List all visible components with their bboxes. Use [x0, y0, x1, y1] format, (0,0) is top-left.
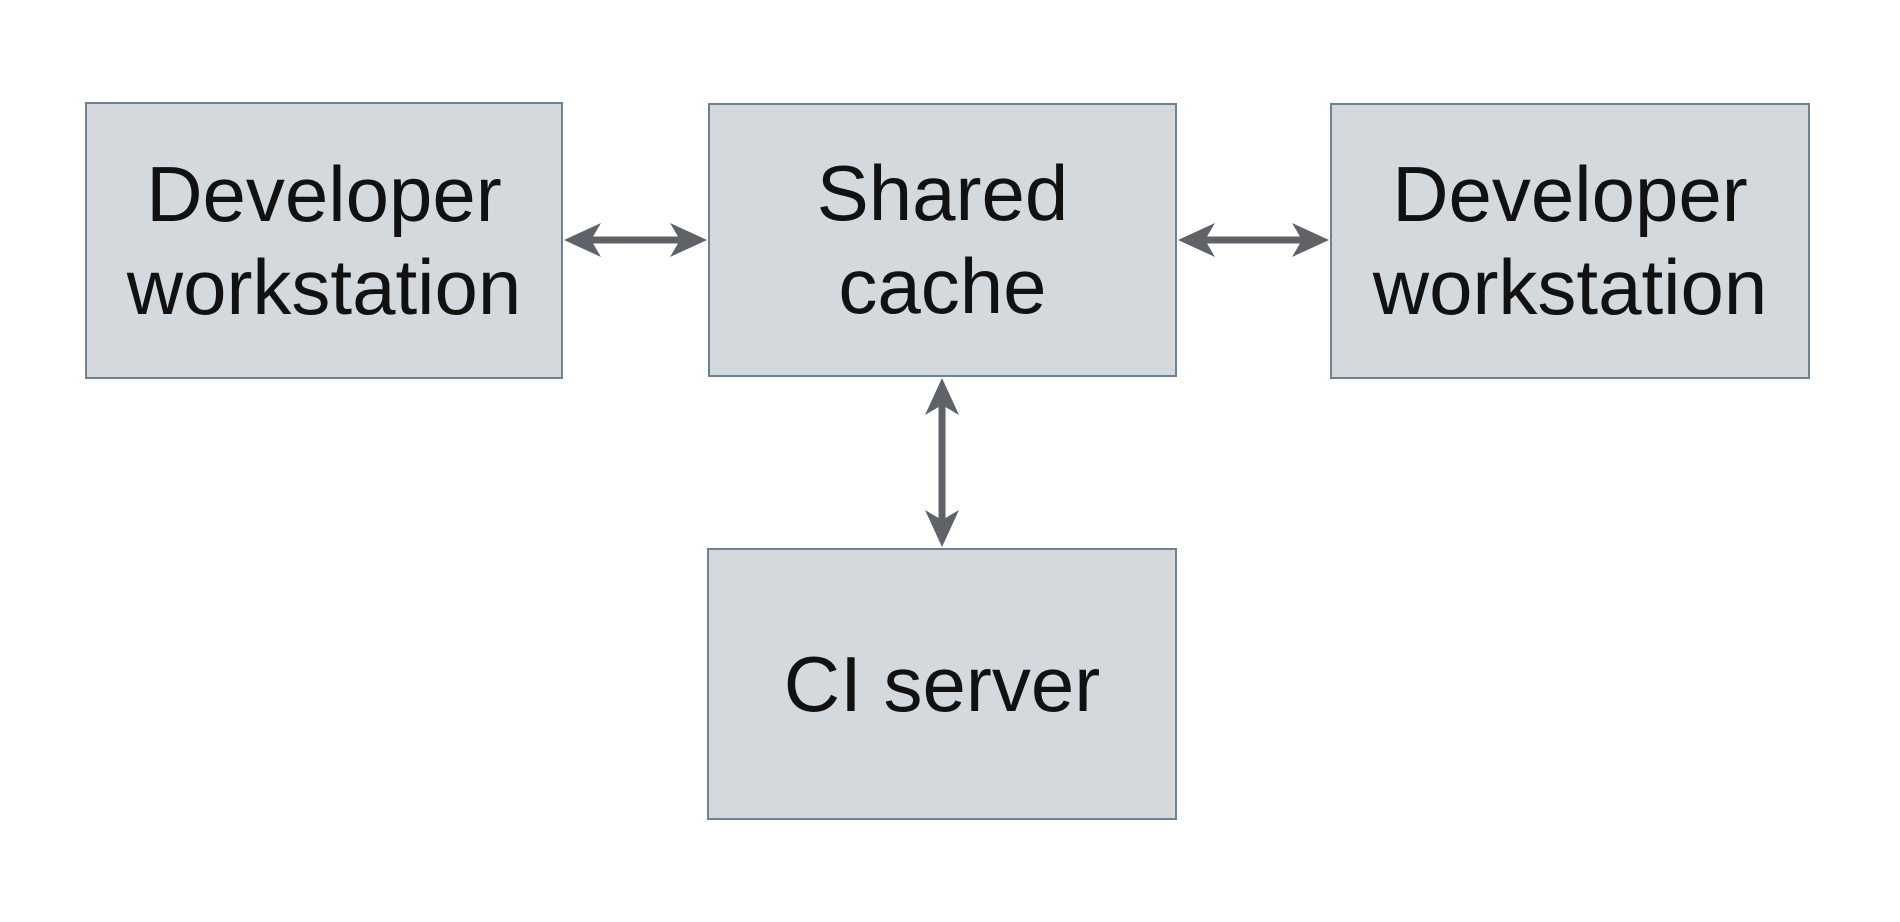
- node-label-line: cache: [838, 242, 1047, 330]
- arrowhead-down: [925, 510, 959, 547]
- node-developer-workstation-right: Developer workstation: [1330, 103, 1810, 379]
- node-label-line: Shared: [816, 149, 1069, 238]
- node-shared-cache: Shared cache: [708, 103, 1177, 377]
- node-label-line: Developer: [1392, 150, 1748, 239]
- arrowhead-right: [670, 223, 707, 257]
- node-label-line: Developer: [146, 149, 502, 238]
- arrow-sharedcache-devright-icon: [1178, 223, 1329, 257]
- node-label-line: workstation: [1372, 243, 1768, 331]
- arrowhead-left: [1178, 223, 1215, 257]
- node-ci-server: CI server: [707, 548, 1177, 820]
- node-developer-workstation-left: Developer workstation: [85, 102, 563, 379]
- arrow-sharedcache-ciserver-icon: [925, 378, 959, 547]
- arrowhead-right: [1292, 223, 1329, 257]
- node-label-line: CI server: [783, 639, 1101, 728]
- arrowhead-up: [925, 378, 959, 415]
- arrow-devleft-sharedcache-icon: [564, 223, 707, 257]
- node-label-line: workstation: [126, 242, 522, 331]
- arrowhead-left: [564, 223, 601, 257]
